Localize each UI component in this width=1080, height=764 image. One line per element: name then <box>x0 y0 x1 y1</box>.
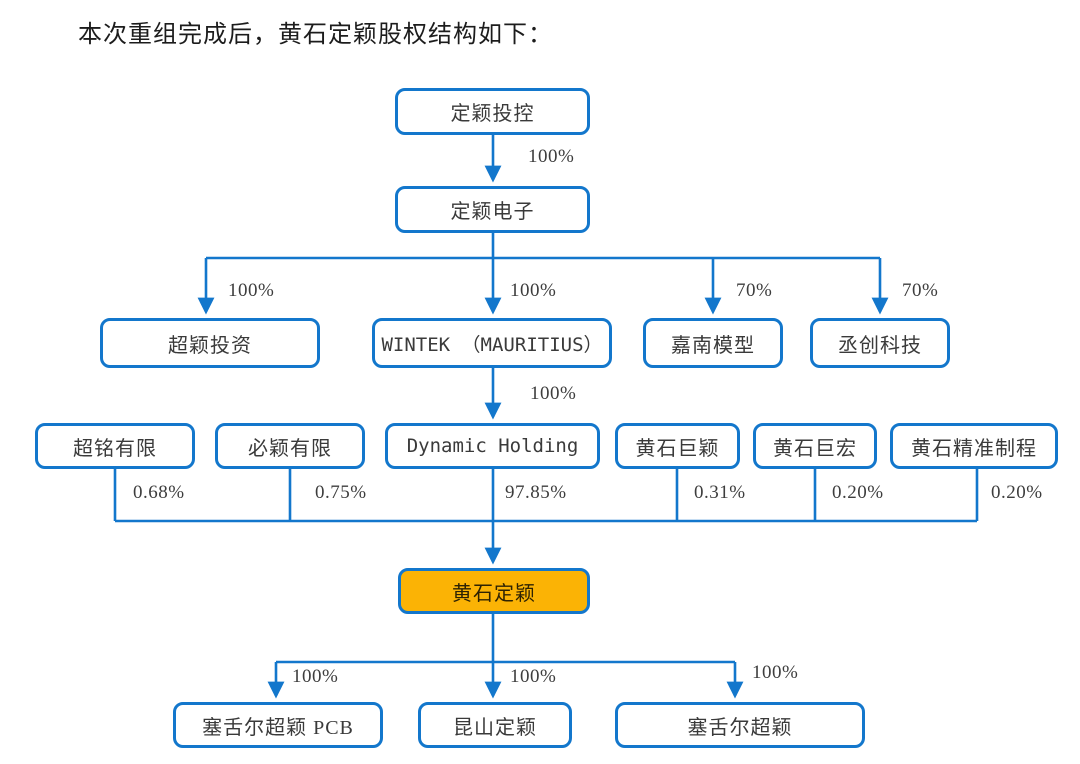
node-biying-ltd: 必颖有限 <box>215 423 365 469</box>
node-huangshi-dingying: 黄石定颖 <box>398 568 590 614</box>
node-jianan-model: 嘉南模型 <box>643 318 783 368</box>
pct-to-chengchuang: 70% <box>902 280 939 301</box>
pct-to-seychelles: 100% <box>752 662 799 683</box>
pct-dynamic-stake: 97.85% <box>505 482 567 503</box>
node-dingying-electronics: 定颖电子 <box>395 186 590 233</box>
node-huangshi-jingzhun: 黄石精准制程 <box>890 423 1058 469</box>
node-wintek-mauritius: WINTEK （MAURITIUS） <box>372 318 612 368</box>
diagram-title: 本次重组完成后，黄石定颖股权结构如下： <box>78 22 553 48</box>
node-seychelles-chaoying-pcb: 塞舌尔超颖 PCB <box>173 702 383 748</box>
node-seychelles-chaoying: 塞舌尔超颖 <box>615 702 865 748</box>
node-dynamic-holding: Dynamic Holding <box>385 423 600 469</box>
node-chengchuang-tech: 丞创科技 <box>810 318 950 368</box>
node-chaoming-ltd: 超铭有限 <box>35 423 195 469</box>
pct-to-chaoying-invest: 100% <box>228 280 275 301</box>
pct-to-seychelles-pcb: 100% <box>292 666 339 687</box>
node-huangshi-juying: 黄石巨颖 <box>615 423 740 469</box>
pct-biying-stake: 0.75% <box>315 482 367 503</box>
pct-juhong-stake: 0.20% <box>832 482 884 503</box>
node-dingying-invest: 定颖投控 <box>395 88 590 135</box>
node-chaoying-invest: 超颖投资 <box>100 318 320 368</box>
pct-jingzhun-stake: 0.20% <box>991 482 1043 503</box>
pct-to-kunshan: 100% <box>510 666 557 687</box>
pct-to-wintek: 100% <box>510 280 557 301</box>
pct-to-jianan: 70% <box>736 280 773 301</box>
node-kunshan-dingying: 昆山定颖 <box>418 702 572 748</box>
pct-wintek-to-dynamic: 100% <box>530 383 577 404</box>
pct-invest-to-electronics: 100% <box>528 146 575 167</box>
pct-chaoming-stake: 0.68% <box>133 482 185 503</box>
node-huangshi-juhong: 黄石巨宏 <box>753 423 877 469</box>
pct-juying-stake: 0.31% <box>694 482 746 503</box>
